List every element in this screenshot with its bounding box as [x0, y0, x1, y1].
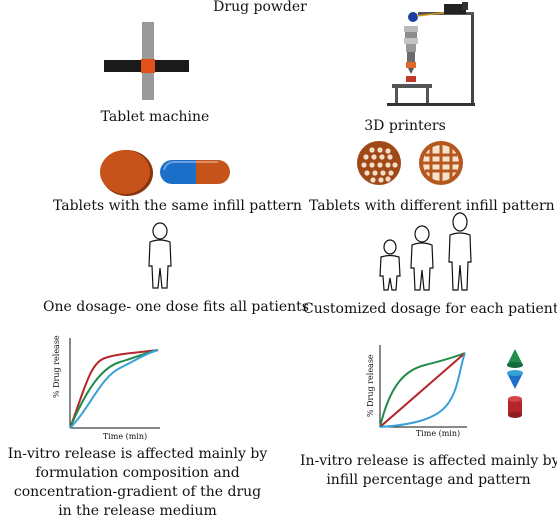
- person-icon: [448, 212, 472, 291]
- curve-green: [379, 352, 466, 428]
- 3d-printer-icon: [387, 2, 475, 106]
- curve-red: [379, 352, 466, 428]
- curve-blue: [69, 349, 159, 429]
- diagram-title: Drug powder: [213, 0, 307, 15]
- right-release-chart: [379, 345, 467, 428]
- inverted-cone-icon: [507, 373, 523, 389]
- right-chart-xlabel: Time (min): [415, 429, 461, 438]
- customized-dose-label: Customized dosage for each patient: [303, 301, 557, 317]
- person-icon: [148, 222, 172, 289]
- left-caption-line-1: In-vitro release is affected mainly by: [7, 446, 268, 462]
- left-caption-line-2: formulation composition and: [35, 465, 240, 481]
- curve-blue: [379, 352, 466, 428]
- left-chart-xlabel: Time (min): [102, 432, 148, 441]
- left-chart-ylabel: % Drug release: [52, 335, 61, 398]
- cone-icon: [507, 349, 523, 365]
- people-group: [379, 212, 472, 291]
- cylinder-icon: [508, 399, 522, 415]
- tablet-press-icon: [104, 22, 189, 100]
- left-caption-line-3: concentration-gradient of the drug: [13, 484, 262, 500]
- tablets-different-infill: [357, 141, 463, 185]
- right-caption-line-1: In-vitro release is affected mainly by: [300, 453, 557, 469]
- infill-shapes: [507, 349, 523, 418]
- tablets-same-infill: [100, 150, 230, 196]
- 3d-printers-label: 3D printers: [364, 118, 446, 134]
- person-icon: [379, 239, 401, 291]
- right-chart-ylabel: % Drug release: [366, 354, 375, 417]
- tablet-machine-label: Tablet machine: [100, 109, 210, 125]
- left-caption-line-4: in the release medium: [58, 503, 217, 519]
- curve-green: [69, 349, 159, 429]
- left-release-chart: [69, 338, 160, 429]
- tablets-same-infill-label: Tablets with the same infill pattern: [53, 198, 302, 214]
- curve-red: [69, 349, 159, 429]
- one-dose-label: One dosage- one dose fits all patients: [43, 299, 309, 315]
- tablets-different-infill-label: Tablets with different infill pattern: [309, 198, 555, 214]
- right-caption-line-2: infill percentage and pattern: [326, 472, 531, 488]
- person-icon: [410, 225, 434, 291]
